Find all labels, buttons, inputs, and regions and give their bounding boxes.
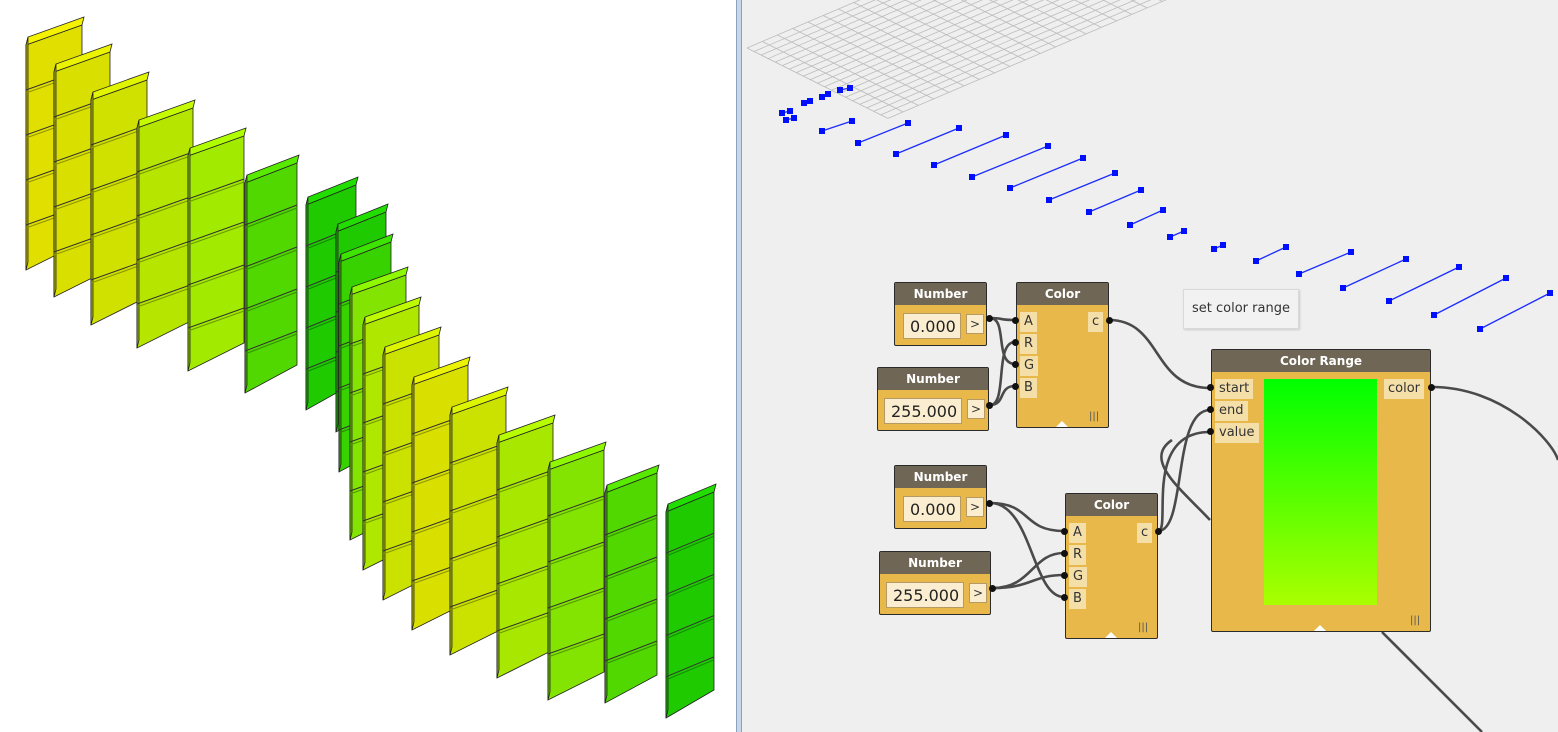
output-port-color[interactable]: color (1384, 379, 1425, 399)
color-node-1[interactable]: Color A R G B c ||| (1016, 282, 1109, 428)
dynamo-graph-canvas[interactable]: set color range Number 0.000 > Number 25… (742, 0, 1558, 732)
port-dot (1012, 317, 1019, 324)
colored-wall-panels (25, 16, 717, 719)
slider-expand-button[interactable]: > (967, 399, 985, 419)
port-dot (1012, 339, 1019, 346)
port-dot (1106, 317, 1113, 324)
color-node-2[interactable]: Color A R G B c ||| (1065, 493, 1158, 639)
wall-panel (665, 483, 717, 719)
number-node-3[interactable]: Number 0.000 > (894, 465, 987, 529)
node-title: Number (880, 552, 990, 574)
node-title: Number (895, 466, 986, 488)
port-dot (1061, 572, 1068, 579)
port-dot (1012, 383, 1019, 390)
lacing-indicator: ||| (1089, 411, 1100, 422)
input-port-g[interactable]: G (1069, 567, 1088, 587)
preview-grid (746, 0, 1167, 119)
background-preview-geometry (746, 0, 1553, 332)
port-dot (1012, 361, 1019, 368)
panel-splitter[interactable] (736, 0, 742, 732)
preview-toggle-icon[interactable] (1056, 421, 1068, 427)
wall-panel (244, 154, 300, 394)
node-title: Number (878, 368, 988, 390)
3d-viewport[interactable] (0, 0, 736, 732)
port-dot (989, 585, 996, 592)
port-dot (1207, 428, 1214, 435)
port-dot (1061, 550, 1068, 557)
number-input-1[interactable]: 0.000 (903, 313, 961, 339)
wall-panel (187, 127, 247, 372)
input-port-b[interactable]: B (1020, 378, 1037, 398)
port-dot (986, 315, 993, 322)
preview-toggle-icon[interactable] (1314, 625, 1326, 631)
lacing-indicator: ||| (1138, 622, 1149, 633)
color-range-node[interactable]: Color Range start end value color ||| (1211, 349, 1431, 632)
input-port-end[interactable]: end (1215, 401, 1248, 421)
number-input-3[interactable]: 0.000 (903, 496, 961, 522)
input-port-g[interactable]: G (1020, 356, 1039, 376)
node-title: Number (895, 283, 986, 305)
wall-panel (136, 99, 196, 349)
output-port-c[interactable]: c (1137, 523, 1153, 543)
preview-toggle-icon[interactable] (1105, 632, 1117, 638)
input-port-start[interactable]: start (1215, 379, 1254, 399)
port-dot (1061, 528, 1068, 535)
port-dot (1207, 384, 1214, 391)
port-dot (1061, 594, 1068, 601)
number-node-1[interactable]: Number 0.000 > (894, 282, 987, 346)
port-dot (986, 402, 993, 409)
input-port-a[interactable]: A (1069, 523, 1086, 543)
color-range-tooltip: set color range (1183, 289, 1299, 329)
input-port-a[interactable]: A (1020, 312, 1037, 332)
port-dot (1207, 406, 1214, 413)
slider-expand-button[interactable]: > (969, 583, 987, 603)
wall-panel (496, 414, 556, 679)
color-range-preview (1264, 379, 1377, 605)
input-port-r[interactable]: R (1020, 334, 1038, 354)
number-input-2[interactable]: 255.000 (884, 398, 962, 424)
node-title: Color (1017, 283, 1108, 305)
number-input-4[interactable]: 255.000 (886, 582, 964, 608)
node-title: Color (1066, 494, 1157, 516)
slider-expand-button[interactable]: > (966, 314, 984, 334)
port-dot (986, 500, 993, 507)
wall-panel (547, 441, 607, 701)
slider-expand-button[interactable]: > (966, 497, 984, 517)
node-title: Color Range (1212, 350, 1430, 372)
number-node-2[interactable]: Number 255.000 > (877, 367, 989, 431)
lacing-indicator: ||| (1410, 615, 1421, 626)
connector-wires (989, 316, 1558, 732)
input-port-b[interactable]: B (1069, 589, 1086, 609)
number-node-4[interactable]: Number 255.000 > (879, 551, 991, 615)
preview-curves (779, 85, 1553, 332)
input-port-value[interactable]: value (1215, 423, 1259, 443)
port-dot (1155, 528, 1162, 535)
wall-panel (604, 464, 660, 704)
output-port-c[interactable]: c (1088, 312, 1104, 332)
port-dot (1428, 384, 1435, 391)
input-port-r[interactable]: R (1069, 545, 1087, 565)
